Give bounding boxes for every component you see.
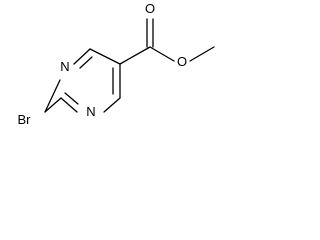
bond-n-bottom-c2-inner [64,92,79,105]
bond-c-bottom-n-bottom [103,97,121,113]
atom-n-bottom: N [86,104,95,119]
bond-carbonyl-c-ester-o [149,46,175,62]
bond-c2-br [44,97,62,113]
atom-n-top: N [60,59,69,74]
bond-n-top-c-top-inner [79,56,93,69]
bond-c2-n-top [44,79,61,113]
atom-o-carbonyl: O [145,1,155,16]
structure-canvas: N N Br O O [0,0,226,138]
bond-n-top-c-top [73,48,91,65]
bond-ester-o-methyl [189,46,215,62]
atom-br: Br [18,112,32,127]
atom-o-ester: O [177,54,187,69]
bond-n-bottom-c2 [60,97,78,113]
bond-c5-carbonyl-c [119,46,151,65]
bond-c-top-c5 [89,48,121,65]
chemical-structure: N N Br O O [18,1,215,127]
